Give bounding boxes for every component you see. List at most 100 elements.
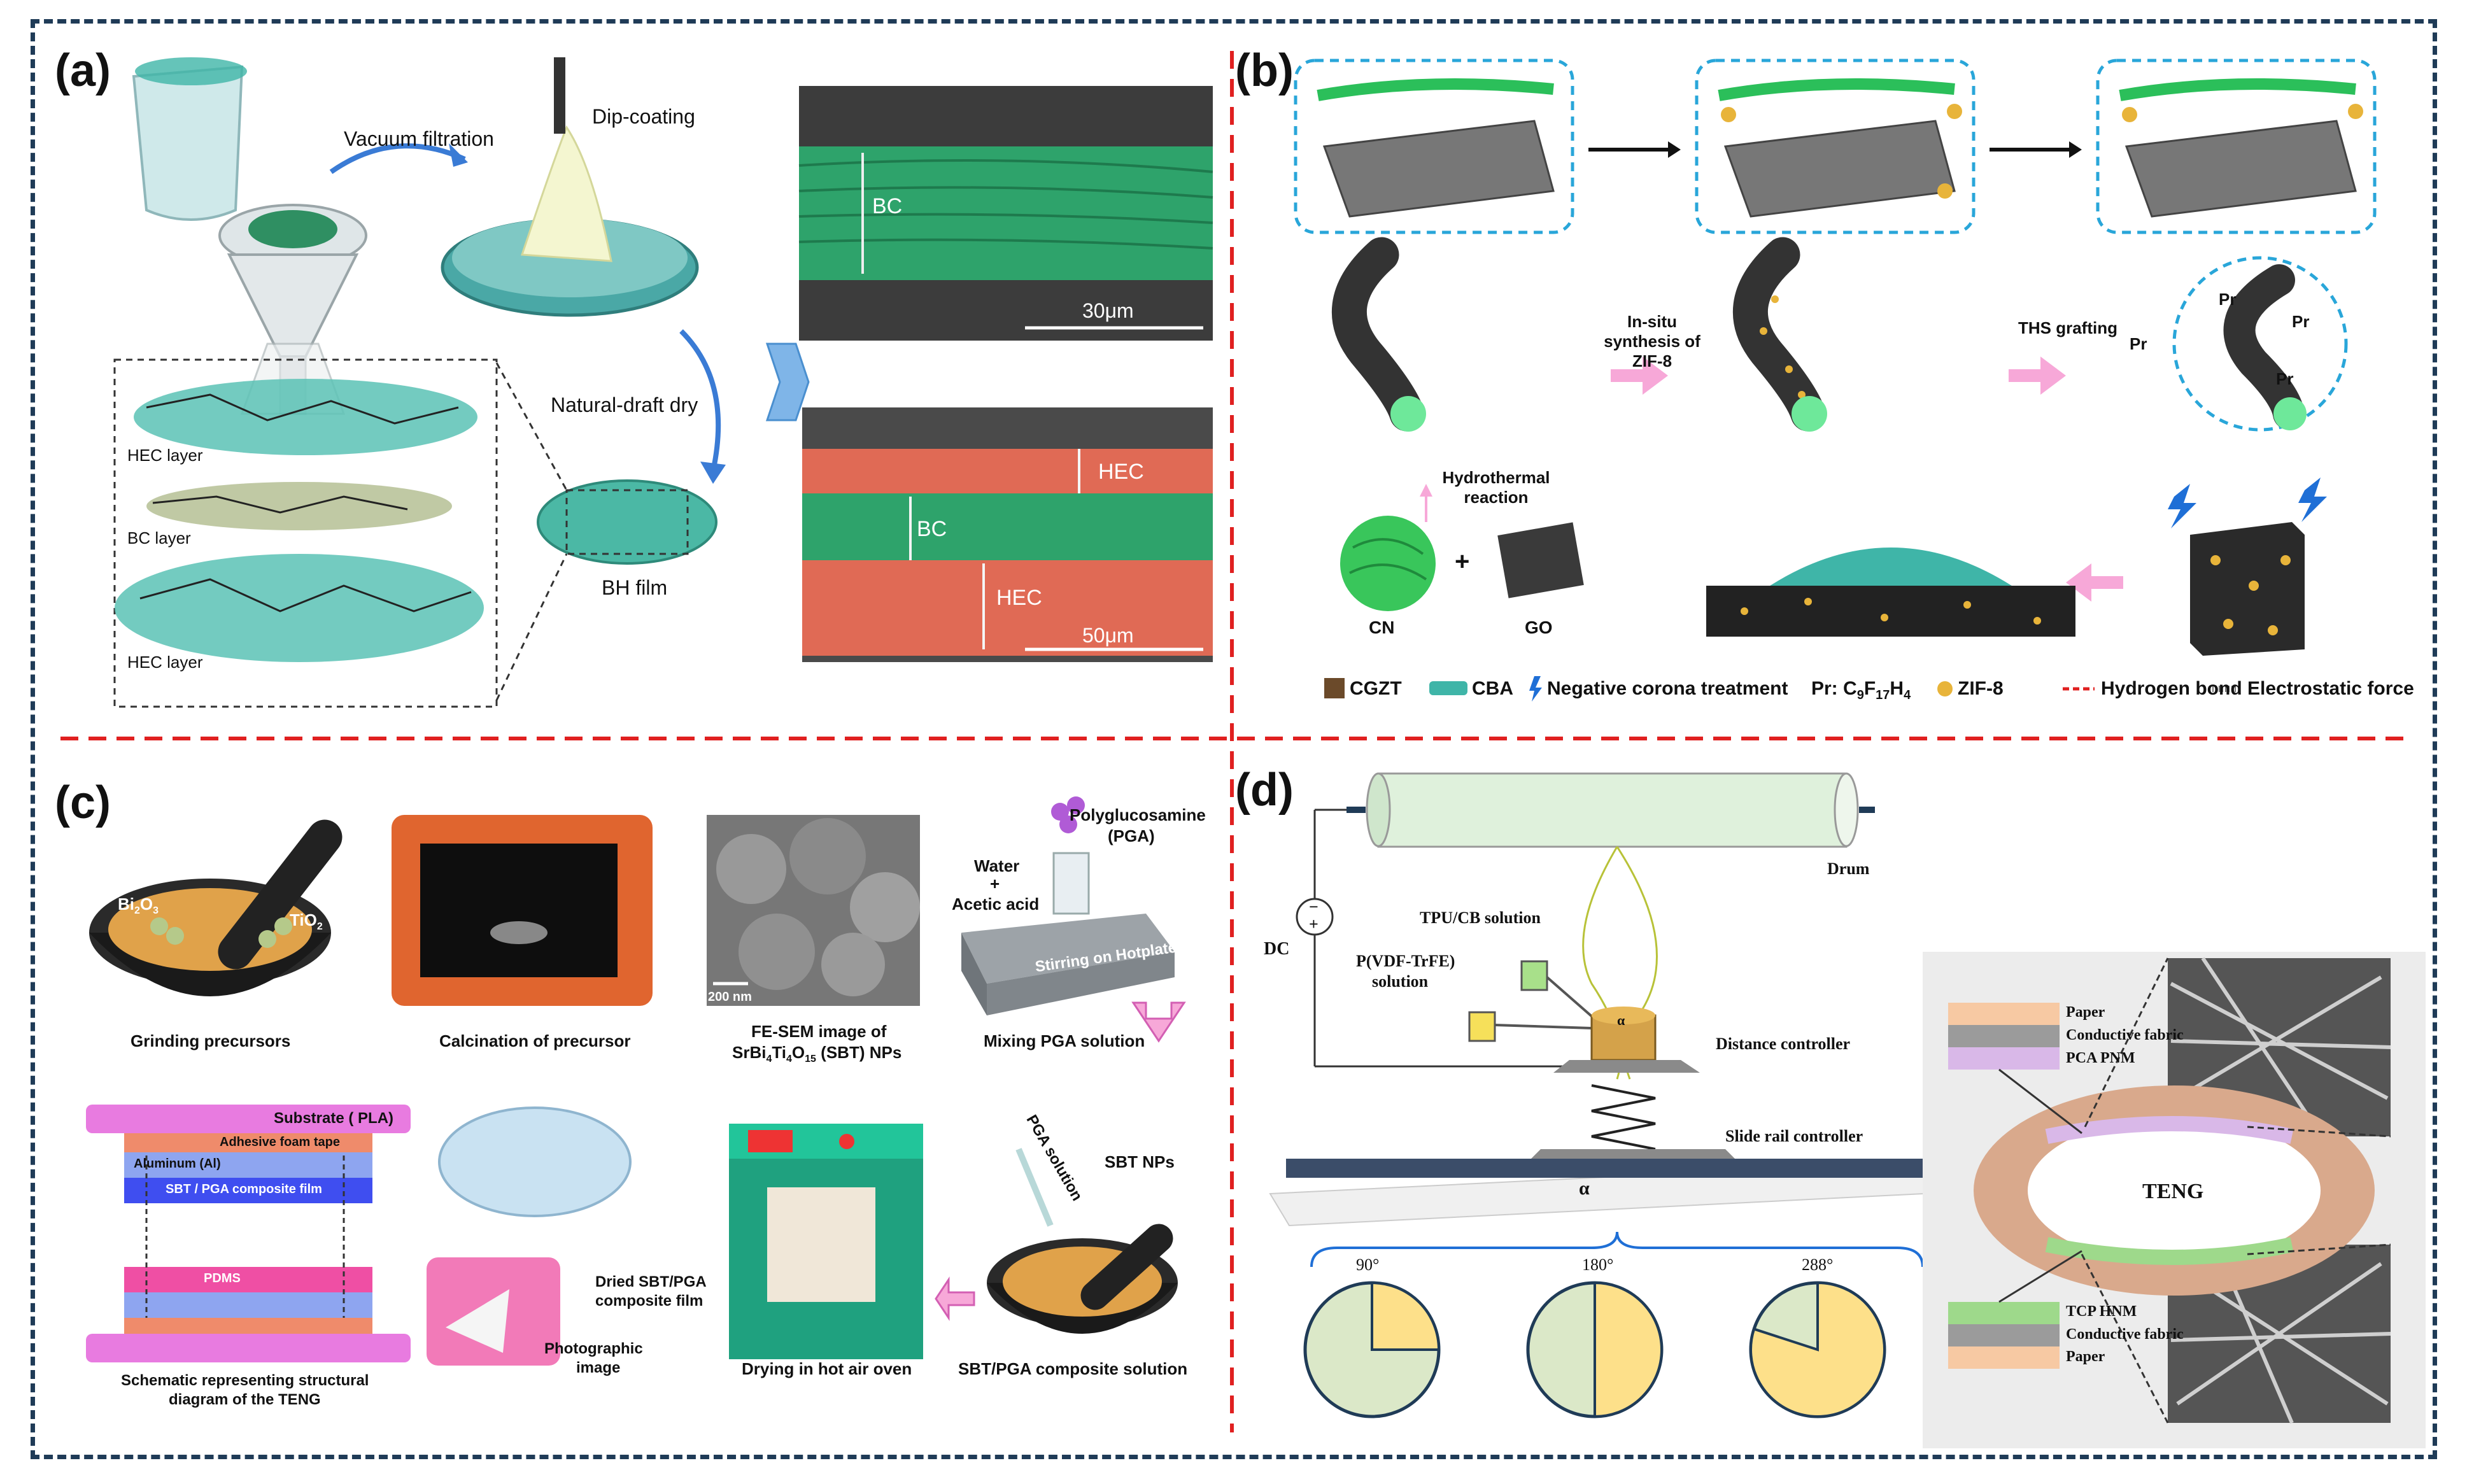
arrow-icon: [935, 1276, 975, 1321]
cn-icon: [1340, 516, 1436, 611]
legend-zif: ZIF-8: [1958, 678, 2004, 699]
bi-o-text: O: [139, 894, 153, 914]
panel-d-label: (d): [1235, 765, 1294, 816]
plus-label: +: [1455, 548, 1470, 576]
panel-b-graphics: [1294, 59, 2377, 702]
arrow-icon: [1131, 1001, 1186, 1043]
panel-c-graphics: [86, 796, 1186, 1366]
syringe-icon: [1468, 1011, 1496, 1042]
legend-electro: Electrostatic force: [2247, 678, 2414, 699]
panel-b-label: (b): [1235, 45, 1294, 96]
lightning-icon: [2168, 484, 2196, 528]
tio-text: TiO: [290, 910, 317, 929]
dc-label: DC: [1264, 939, 1290, 959]
pr-label-2: Pr: [2292, 312, 2310, 331]
paper-top-label: Paper: [2066, 1004, 2105, 1021]
teng-stack-icon: [86, 1105, 411, 1362]
cfabric-bottom-label: Conductive fabric: [2066, 1326, 2184, 1343]
arrow-icon: [679, 329, 721, 472]
acetic-label: Acetic acid: [952, 894, 1040, 914]
pipette-icon: [1015, 1148, 1054, 1227]
dried1-label: Dried SBT/PGA: [595, 1273, 707, 1290]
hydro-label: Hydrothermal reaction: [1442, 468, 1550, 507]
pvdf2-label: solution: [1372, 972, 1429, 991]
aluminum-label: Aluminum (Al): [134, 1157, 221, 1171]
panel-c: (c): [0, 742, 1229, 1461]
cgzt-legend-icon: [1324, 678, 1345, 698]
pie-90-sector: [1371, 1281, 1441, 1351]
panel-d: (d): [1235, 742, 2432, 1461]
pie-layer: [1303, 1281, 1886, 1418]
panel-a-label: (a): [55, 45, 111, 96]
distance-label: Distance controller: [1716, 1035, 1851, 1053]
pdms-label: PDMS: [204, 1271, 241, 1285]
bi-label: Bi2O3: [118, 894, 159, 917]
spring-icon: [1591, 1084, 1656, 1150]
pvdf1-label: P(VDF-TrFE): [1356, 952, 1455, 970]
slide-label: Slide rail controller: [1725, 1127, 1863, 1145]
legend-cgzt: CGZT: [1350, 678, 1402, 699]
vacuum-label: Vacuum filtration: [344, 127, 494, 150]
legend-hbond: Hydrogen bond: [2101, 678, 2242, 699]
bh-label: BH film: [602, 576, 668, 599]
sbt-film-label: SBT / PGA composite film: [166, 1182, 322, 1196]
sem-scale-label: 200 nm: [708, 990, 752, 1004]
furnace-icon: [392, 815, 653, 1006]
pr-label-3: Pr: [2130, 334, 2147, 353]
dc-source-icon: [1296, 898, 1334, 936]
lightning-icon: [2298, 477, 2327, 522]
cgzt-cube-icon: [2190, 522, 2305, 656]
dried2-label: composite film: [595, 1292, 703, 1310]
arrow-icon: [1611, 357, 1668, 395]
drum-icon: [1347, 772, 1875, 848]
fesem-d: (SBT) NPs: [816, 1043, 902, 1062]
water-label: Water: [974, 856, 1020, 875]
calc-label: Calcination of precursor: [439, 1031, 631, 1050]
hotplate-icon: [961, 796, 1175, 1015]
grind-label: Grinding precursors: [131, 1031, 291, 1050]
sem2-hec-bottom-label: HEC: [996, 586, 1042, 610]
zif-fiber-icon: [1733, 237, 1826, 432]
insitu-label: In-situ synthesis of ZIF-8: [1604, 312, 1700, 371]
fesem-a: SrBi: [732, 1043, 767, 1062]
fesem-b: Ti: [772, 1043, 787, 1062]
pie-90: [1303, 1281, 1441, 1418]
fesem-sub1: 4: [766, 1054, 772, 1065]
petri-dish-icon: [441, 57, 699, 317]
cba-legend-icon: [1429, 681, 1467, 695]
legend-pr-prefix: Pr: C: [1811, 678, 1857, 699]
sem2-bc-label: BC: [917, 517, 947, 541]
arrow-icon: [765, 343, 810, 421]
arrow-icon: [329, 143, 466, 174]
photo2-label: image: [576, 1359, 621, 1376]
fesem-sub2: 4: [786, 1054, 792, 1065]
photo1-label: Photographic: [544, 1340, 643, 1357]
bi-o-sub: 3: [153, 905, 159, 917]
corona-legend-icon: [1529, 676, 1542, 702]
cgzt-fiber-icon: [2223, 264, 2305, 430]
legend-cba: CBA: [1472, 678, 1513, 699]
cn-label: CN: [1369, 618, 1395, 637]
schematic2-label: diagram of the TENG: [169, 1391, 321, 1408]
tpu-label: TPU/CB solution: [1420, 908, 1541, 927]
wplus-label: +: [990, 874, 1000, 893]
pie-180: [1526, 1281, 1664, 1418]
legend-pr-h: H: [1890, 678, 1904, 699]
sro-label: SrO: [204, 847, 234, 866]
syringe-icon: [1520, 960, 1548, 991]
adhesive-label: Adhesive foam tape: [220, 1135, 340, 1149]
legend-pr-sub-h: 4: [1904, 688, 1911, 702]
go-icon: [1497, 522, 1584, 598]
bc-layer-label: BC layer: [127, 528, 191, 548]
fesem-sub3: 15: [805, 1054, 816, 1065]
mixing-label: Mixing PGA solution: [984, 1031, 1145, 1050]
drying-label: Drying in hot air oven: [742, 1359, 912, 1378]
cfabric-top-label: Conductive fabric: [2066, 1027, 2184, 1043]
go-label: GO: [1525, 618, 1553, 637]
legend-corona: Negative corona treatment: [1547, 678, 1788, 699]
schematic1-label: Schematic representing structural: [121, 1372, 369, 1389]
go-sheet-box-3: [2096, 59, 2377, 234]
hec-layer-top-label: HEC layer: [127, 446, 203, 465]
legend-pr: Pr: C9F17H4: [1811, 678, 1911, 703]
dc-plus-label: +: [1309, 915, 1318, 933]
